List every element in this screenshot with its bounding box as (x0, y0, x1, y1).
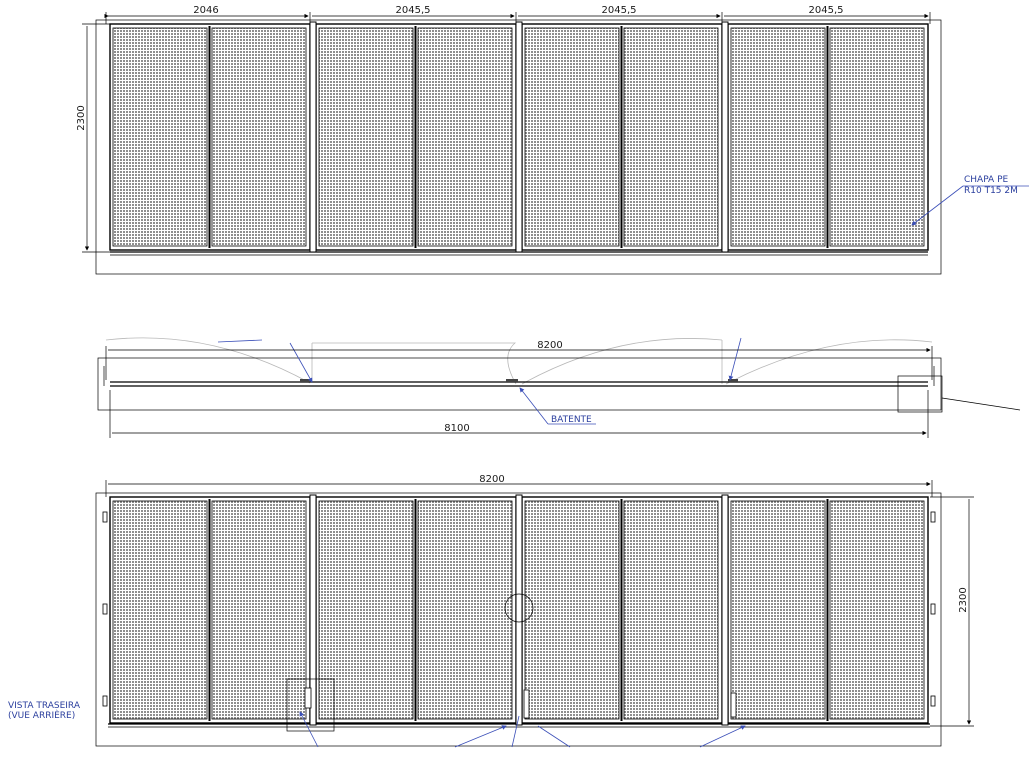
top-inner-dimension: 8100 (109, 390, 929, 438)
top-overall-dimension: 8200 (105, 340, 933, 380)
top-overall-dim: 8200 (537, 340, 562, 351)
front-gate-3 (521, 23, 723, 251)
rear-gate-4 (727, 496, 929, 724)
batente-callout: BATENTE (519, 387, 596, 425)
top-view: 8200 8100 BATENTE (97, 337, 1021, 438)
rear-detail-box (286, 678, 335, 732)
front-height-dimension: 2300 (76, 23, 110, 253)
top-view-frame (97, 357, 942, 411)
note-line-2: R10 T15 2M (964, 186, 1018, 196)
top-inner-dim: 8100 (444, 423, 469, 434)
rear-gate-3 (521, 496, 723, 724)
rear-gate-2 (315, 496, 517, 724)
batente-label: BATENTE (551, 415, 592, 425)
front-dim-1: 2046 (193, 5, 218, 16)
front-view: 2046 2045,5 2045,5 2045,5 2300 CHAPA PE … (76, 5, 1029, 275)
rear-posts (309, 494, 729, 726)
rear-lock-circle (504, 593, 534, 623)
rear-height-dim: 2300 (958, 587, 969, 612)
top-detail-box (897, 375, 943, 413)
rear-view-label: VISTA TRASEIRA (VUE ARRIÈRE) (8, 701, 81, 721)
front-posts (309, 21, 729, 253)
front-dim-3: 2045,5 (602, 5, 637, 16)
front-dim-4: 2045,5 (809, 5, 844, 16)
rear-hinges (102, 511, 936, 707)
front-gate-4 (727, 23, 929, 251)
front-material-note: CHAPA PE R10 T15 2M (911, 175, 1029, 226)
front-dim-2: 2045,5 (396, 5, 431, 16)
rear-view-frame (95, 492, 942, 747)
rear-view: 8200 2300 VISTA TRASEIRA (VUE ARRIÈRE) (8, 474, 974, 748)
front-gate-2 (315, 23, 517, 251)
top-hinges (103, 366, 935, 386)
front-width-dimensions: 2046 2045,5 2045,5 2045,5 (104, 5, 931, 24)
rear-gate-1 (109, 496, 311, 724)
rear-view-label-2: (VUE ARRIÈRE) (8, 709, 75, 721)
rear-overall-dimension: 8200 (105, 474, 933, 497)
front-gate-1 (109, 23, 311, 251)
rear-height-dimension: 2300 (930, 496, 974, 727)
rear-view-label-1: VISTA TRASEIRA (8, 701, 81, 711)
rear-overall-dim: 8200 (479, 474, 504, 485)
front-view-frame (95, 19, 942, 275)
note-line-1: CHAPA PE (964, 175, 1009, 185)
rear-leaders (299, 711, 746, 748)
front-height-dim: 2300 (76, 105, 87, 130)
